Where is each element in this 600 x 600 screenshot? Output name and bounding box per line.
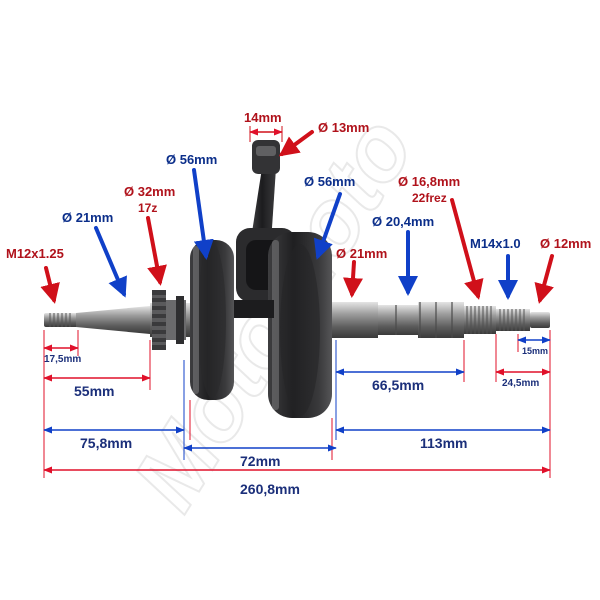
extension-lines-blue bbox=[183, 340, 337, 460]
label-d21-right: Ø 21mm bbox=[336, 246, 387, 261]
arrow-d56-left bbox=[192, 168, 214, 260]
arrow-d12 bbox=[534, 254, 554, 304]
left-taper bbox=[76, 306, 150, 334]
sprocket-17z bbox=[152, 290, 186, 350]
arrow-d13 bbox=[278, 130, 314, 157]
label-teeth: 17z bbox=[138, 201, 157, 215]
label-splines: 22frez bbox=[412, 191, 447, 205]
label-d16-8: Ø 16,8mm bbox=[398, 174, 460, 189]
dim-label-72: 72mm bbox=[240, 453, 280, 469]
crankshaft bbox=[44, 140, 550, 418]
label-m12: M12x1.25 bbox=[6, 246, 64, 261]
label-d13: Ø 13mm bbox=[318, 120, 369, 135]
left-threaded-tip bbox=[44, 313, 78, 327]
dimension-labels: 17,5mm 55mm 75,8mm 72mm 113mm 260,8mm 66… bbox=[44, 346, 548, 497]
right-threaded-tip bbox=[496, 309, 550, 331]
right-journal bbox=[332, 302, 378, 338]
label-m14: M14x1.0 bbox=[470, 236, 521, 251]
dim-label-260-8: 260,8mm bbox=[240, 481, 300, 497]
right-shaft-grooves bbox=[395, 302, 453, 338]
label-d32: Ø 32mm bbox=[124, 184, 175, 199]
label-d21-left: Ø 21mm bbox=[62, 210, 113, 225]
extension-lines bbox=[43, 330, 551, 478]
rod-width-dimension bbox=[249, 126, 283, 142]
arrow-d32 bbox=[146, 216, 167, 286]
label-d20-4: Ø 20,4mm bbox=[372, 214, 434, 229]
arrow-m12 bbox=[40, 266, 60, 304]
dim-label-66-5: 66,5mm bbox=[372, 377, 424, 393]
part-labels: M12x1.25 Ø 21mm Ø 32mm 17z Ø 56mm 14mm Ø… bbox=[6, 110, 591, 261]
label-d56-right: Ø 56mm bbox=[304, 174, 355, 189]
label-d12: Ø 12mm bbox=[540, 236, 591, 251]
pointer-arrows bbox=[40, 130, 554, 304]
left-crank-web bbox=[190, 240, 234, 400]
dim-label-17-5: 17,5mm bbox=[44, 354, 81, 365]
label-w14: 14mm bbox=[244, 110, 282, 125]
label-d56-left: Ø 56mm bbox=[166, 152, 217, 167]
dim-label-75-8: 75,8mm bbox=[80, 435, 132, 451]
arrow-d56-right bbox=[313, 192, 342, 260]
arrow-d21-right bbox=[343, 260, 363, 298]
splined-section bbox=[464, 306, 496, 334]
right-shaft-collar bbox=[418, 302, 464, 338]
dimension-lines bbox=[43, 336, 551, 474]
right-crank-web bbox=[234, 232, 332, 418]
right-shaft-step bbox=[378, 305, 418, 335]
dim-label-55: 55mm bbox=[74, 383, 114, 399]
arrow-d21-left bbox=[94, 226, 127, 298]
arrow-d16-8 bbox=[450, 198, 484, 300]
dim-label-113: 113mm bbox=[420, 435, 467, 451]
dim-label-15: 15mm bbox=[522, 346, 548, 356]
dim-label-24-5: 24,5mm bbox=[502, 378, 539, 389]
